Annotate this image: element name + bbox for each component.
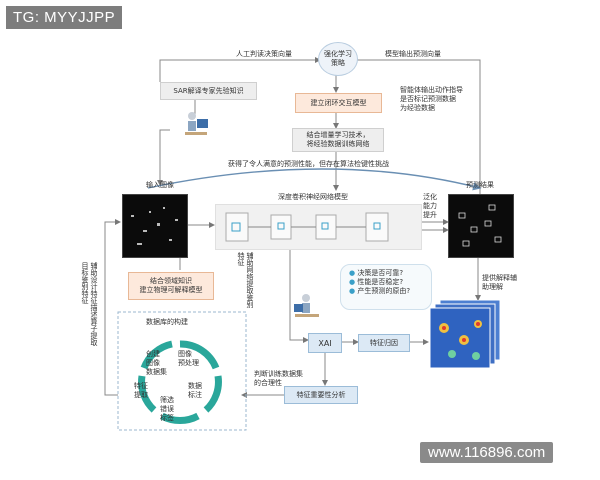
- judge-text: 判断训练数据集 的合理性: [254, 370, 303, 387]
- db-step: 数据 标注: [188, 382, 202, 399]
- question-item: ● 决策是否可靠?: [349, 269, 404, 277]
- db-step: 图像 预处理: [178, 350, 199, 367]
- guide-text: 智能体输出动作指导 是否标记预测数据 为经验数据: [400, 86, 463, 112]
- prediction-label: 预测结果: [466, 181, 494, 189]
- questions-bubble: ● 决策是否可靠? ● 性能是否稳定? ● 产生预测的原由?: [340, 264, 432, 310]
- cnn-model-panel: [215, 204, 422, 250]
- curve-label: 获得了令人满意的预测性能，但存在算法检键性挑战: [228, 160, 389, 168]
- heatmap-stack: [429, 299, 506, 370]
- database-title: 数据库的构建: [146, 318, 188, 326]
- db-step: 筛选 错误 标签: [160, 396, 174, 422]
- arrow-label-human: 人工判读决策向量: [236, 50, 292, 58]
- input-image-stack: [122, 194, 188, 258]
- db-step: 创建 图像 数据集: [146, 350, 167, 376]
- person-computer-icon: [180, 110, 210, 140]
- xai-box: XAI: [308, 333, 342, 353]
- database-cycle: [118, 330, 242, 430]
- rl-policy-node: 强化学习 策略: [318, 42, 358, 76]
- aux-network-text: 辅助网络提取鉴别特征: [237, 252, 254, 308]
- aux-left-text: 辅助设计特征描述算子提取目标鉴别特征: [81, 262, 98, 346]
- input-image-label: 输入图像: [146, 181, 174, 189]
- question-item: ● 性能是否稳定?: [349, 278, 404, 286]
- watermark-top: TG: MYYJJPP: [6, 6, 123, 29]
- closed-loop-box: 建立闭环交互模型: [295, 93, 382, 113]
- watermark-bottom: www.116896.com: [420, 442, 554, 463]
- generalization-text: 泛化 能力 提升: [423, 193, 437, 219]
- incremental-box: 结合增量学习技术， 将经验数据训练网络: [292, 128, 384, 152]
- explain-text: 提供解释辅助理解: [482, 274, 517, 291]
- prediction-image-stack: [448, 194, 514, 258]
- feature-attribution-box: 特征归因: [358, 334, 410, 352]
- arrow-label-model: 模型输出预测向量: [385, 50, 441, 58]
- feature-importance-box: 特征重要性分析: [284, 386, 358, 404]
- sar-expert-box: SAR解译专家先验知识: [160, 82, 257, 100]
- person-analyst-icon: [292, 292, 322, 322]
- cnn-title: 深度卷积神经网络模型: [278, 193, 348, 201]
- domain-knowledge-box: 结合领域知识 建立物理可解释模型: [128, 272, 214, 300]
- question-item: ● 产生预测的原由?: [349, 287, 411, 295]
- db-step: 特征 提取: [134, 382, 148, 399]
